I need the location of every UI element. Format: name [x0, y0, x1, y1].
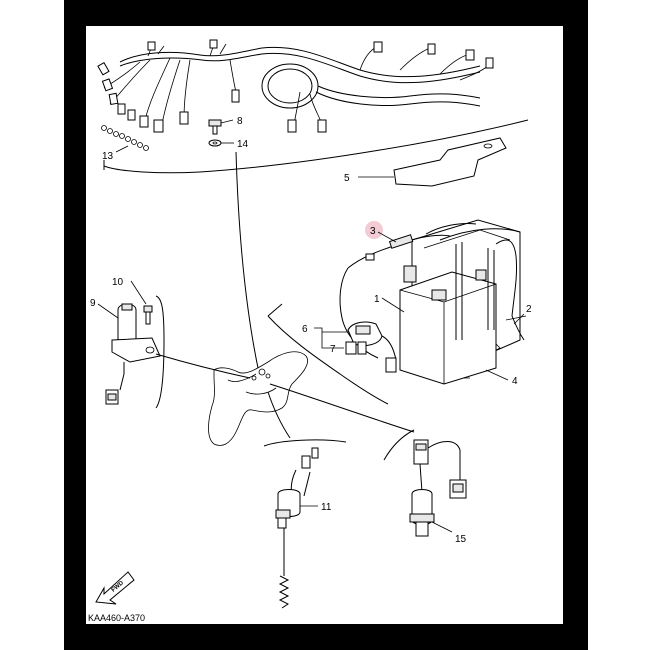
label-part-10[interactable]: 10: [112, 277, 124, 288]
starter-relay-part-6[interactable]: [347, 321, 397, 373]
label-part-6[interactable]: 6: [302, 324, 308, 335]
label-part-4[interactable]: 4: [512, 376, 518, 387]
harness-bracket-line: [103, 119, 529, 174]
relay-fuse-part-7[interactable]: [345, 341, 367, 355]
battery-band: [425, 223, 495, 340]
bolt-part-8[interactable]: [208, 119, 234, 135]
highlight-marker-part-3: [365, 221, 383, 239]
breather-hose-part-2[interactable]: [495, 239, 527, 341]
label-part-3[interactable]: 3: [370, 226, 376, 237]
part-labels: 1 2 3 4 5 6 7 8 9 10 11 13 14 15: [90, 116, 532, 545]
label-part-9[interactable]: 9: [90, 298, 96, 309]
switch-part-15[interactable]: [409, 439, 467, 537]
label-part-5[interactable]: 5: [344, 173, 350, 184]
label-part-2[interactable]: 2: [526, 304, 532, 315]
label-part-7[interactable]: 7: [330, 344, 336, 355]
frame-silhouette: [208, 351, 308, 446]
label-part-8[interactable]: 8: [237, 116, 243, 127]
label-part-13[interactable]: 13: [102, 151, 114, 162]
switch15-group-bracket: [383, 429, 415, 461]
label-part-11[interactable]: 11: [321, 502, 332, 513]
battery-cable-part-3[interactable]: [339, 228, 521, 359]
label-part-15[interactable]: 15: [455, 534, 467, 545]
screw-part-10[interactable]: [130, 280, 153, 325]
sender-group-bracket: [155, 295, 165, 409]
label-part-14[interactable]: 14: [237, 139, 249, 150]
bracket-part-5[interactable]: [358, 137, 507, 187]
washer-part-14[interactable]: [208, 139, 234, 147]
harness-connectors: [97, 39, 494, 133]
wire-harness[interactable]: [103, 43, 489, 125]
sender-part-9[interactable]: [105, 303, 161, 405]
battery-part-1[interactable]: [399, 265, 497, 385]
clamp-chain-part-13[interactable]: [101, 125, 149, 153]
relay-leader: [314, 327, 348, 349]
drawing-code: KAA460-A370: [88, 613, 145, 623]
switch-group-bracket: [263, 439, 347, 447]
battery-group-bracket: [267, 315, 389, 405]
label-part-1[interactable]: 1: [374, 294, 380, 305]
switch-part-11[interactable]: [275, 447, 319, 609]
leader-lines: [155, 151, 415, 439]
